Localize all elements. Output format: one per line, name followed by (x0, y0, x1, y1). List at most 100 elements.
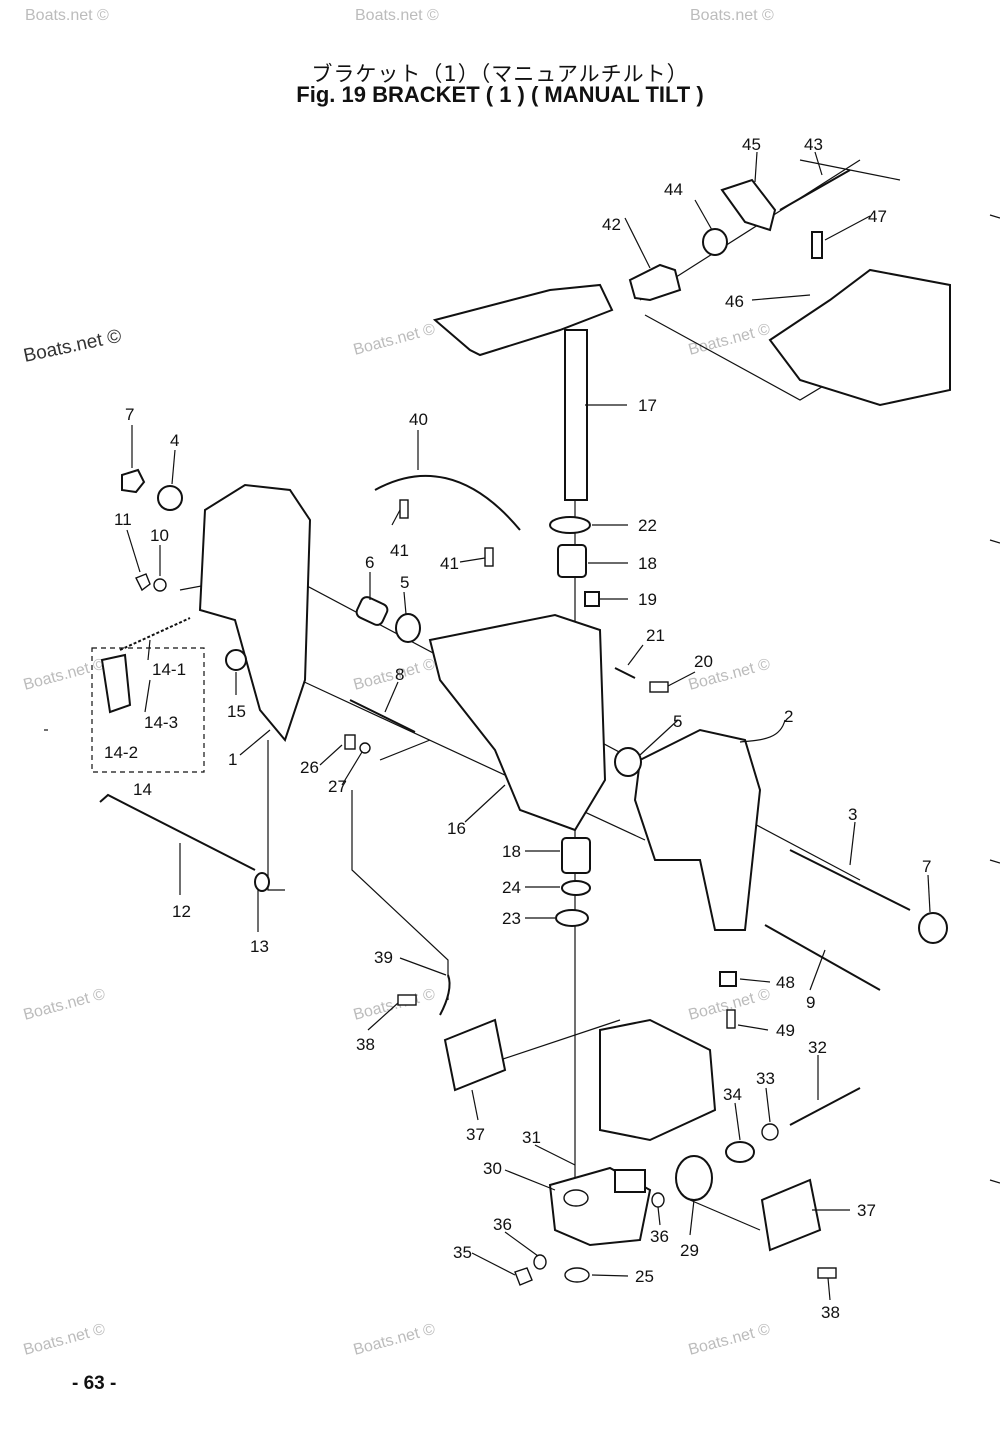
part-label-39: 39 (374, 948, 393, 967)
watermark-text: Boats.net © (687, 1321, 773, 1359)
part-label-38: 38 (356, 1035, 375, 1054)
nut-part (121, 468, 146, 494)
mount-rubber-part (614, 1169, 646, 1193)
nut-part (514, 1267, 533, 1286)
part-label-34: 34 (723, 1085, 742, 1104)
bolt-part (649, 681, 669, 693)
swivel-bracket-part (428, 613, 607, 832)
part-label-38: 38 (821, 1303, 840, 1322)
watermark-text: Boats.net © (25, 7, 109, 24)
part-label-41: 41 (440, 554, 459, 573)
watermark-text: Boats.net © (22, 656, 108, 694)
leader-line (627, 644, 644, 666)
grease-nipple-part (344, 734, 356, 750)
part-label-47: 47 (868, 207, 887, 226)
part-label-14-2: 14-2 (104, 743, 138, 762)
ground-wire-part (439, 974, 451, 1016)
washer-part (651, 1192, 665, 1208)
rod-grip-part (254, 872, 270, 892)
steering-arm-part (432, 283, 614, 357)
kit-boundary-box (91, 647, 205, 773)
leader-line (504, 1231, 539, 1257)
leader-line (504, 1169, 556, 1191)
leader-line (639, 719, 679, 756)
cover-plate-part (760, 1178, 822, 1252)
part-label-37: 37 (857, 1201, 876, 1220)
lower-bracket-housing-part (599, 1018, 717, 1142)
leader-line (694, 199, 713, 231)
leader-line (765, 1087, 771, 1123)
leader-line (341, 751, 363, 786)
part-label-14-1: 14-1 (152, 660, 186, 679)
key-part (584, 591, 600, 607)
bolt-part (811, 231, 823, 259)
leader-line (814, 151, 823, 176)
part-label-27: 27 (328, 777, 347, 796)
watermark-text: Boats.net © (690, 7, 774, 24)
part-label-26: 26 (300, 758, 319, 777)
edge-mark (989, 1179, 1000, 1184)
part-label-46: 46 (725, 292, 744, 311)
wire-link-line (379, 739, 431, 761)
leader-lines (126, 151, 931, 1301)
washer-part (533, 1254, 547, 1270)
edge-mark (989, 539, 1000, 544)
part-label-36: 36 (493, 1215, 512, 1234)
nut-part (564, 1267, 590, 1283)
stopper-part (100, 653, 132, 714)
washer-part (725, 1141, 755, 1163)
mount-hole (563, 1189, 589, 1207)
thrust-washer-part (614, 747, 642, 777)
watermark-text: Boats.net © (352, 986, 438, 1024)
plate-axis-line (499, 1019, 621, 1061)
leader-line (399, 957, 447, 976)
watermark-text: Boats.net © (352, 1321, 438, 1359)
part-label-13: 13 (250, 937, 269, 956)
washer-part (359, 742, 371, 754)
leader-line (739, 719, 786, 743)
leader-line (367, 1002, 399, 1031)
bushing-part (557, 544, 587, 578)
bolt-part (399, 499, 409, 519)
leader-line (827, 1277, 831, 1301)
leader-line (144, 679, 151, 713)
leader-line (147, 639, 151, 661)
nut-part (135, 573, 151, 592)
bolt-part (817, 1267, 837, 1279)
part-label-48: 48 (776, 973, 795, 992)
part-label-23: 23 (502, 909, 521, 928)
leader-line (384, 681, 399, 713)
mount-bushing-part (675, 1155, 713, 1201)
part-label-5: 5 (400, 573, 409, 592)
ground-wire-part (374, 474, 521, 531)
part-label-14: 14 (133, 780, 152, 799)
part-label-10: 10 (150, 526, 169, 545)
part-label-43: 43 (804, 135, 823, 154)
part-label-49: 49 (776, 1021, 795, 1040)
part-label-45: 45 (742, 135, 761, 154)
part-number-labels: 17 22 18 19 42 44 45 43 47 46 7 4 11 10 … (104, 135, 931, 1322)
leader-line (689, 1199, 695, 1236)
leader-line (754, 151, 758, 183)
bolt-part (779, 169, 851, 211)
parts (99, 169, 951, 1286)
part-label-19: 19 (638, 590, 657, 609)
part-label-16: 16 (447, 819, 466, 838)
part-label-37: 37 (466, 1125, 485, 1144)
part-label-36: 36 (650, 1227, 669, 1246)
bushing-part (355, 596, 389, 626)
leader-line (739, 978, 771, 983)
part-label-8: 8 (395, 665, 404, 684)
part-label-18: 18 (502, 842, 521, 861)
part-label-3: 3 (848, 805, 857, 824)
part-label-22: 22 (638, 516, 657, 535)
bushing-part (561, 837, 591, 874)
leader-line (464, 784, 506, 823)
part-label-21: 21 (646, 626, 665, 645)
part-label-4: 4 (170, 431, 179, 450)
leader-line (534, 1144, 576, 1166)
part-label-24: 24 (502, 878, 521, 897)
bushing-part (157, 485, 183, 511)
part-label-30: 30 (483, 1159, 502, 1178)
